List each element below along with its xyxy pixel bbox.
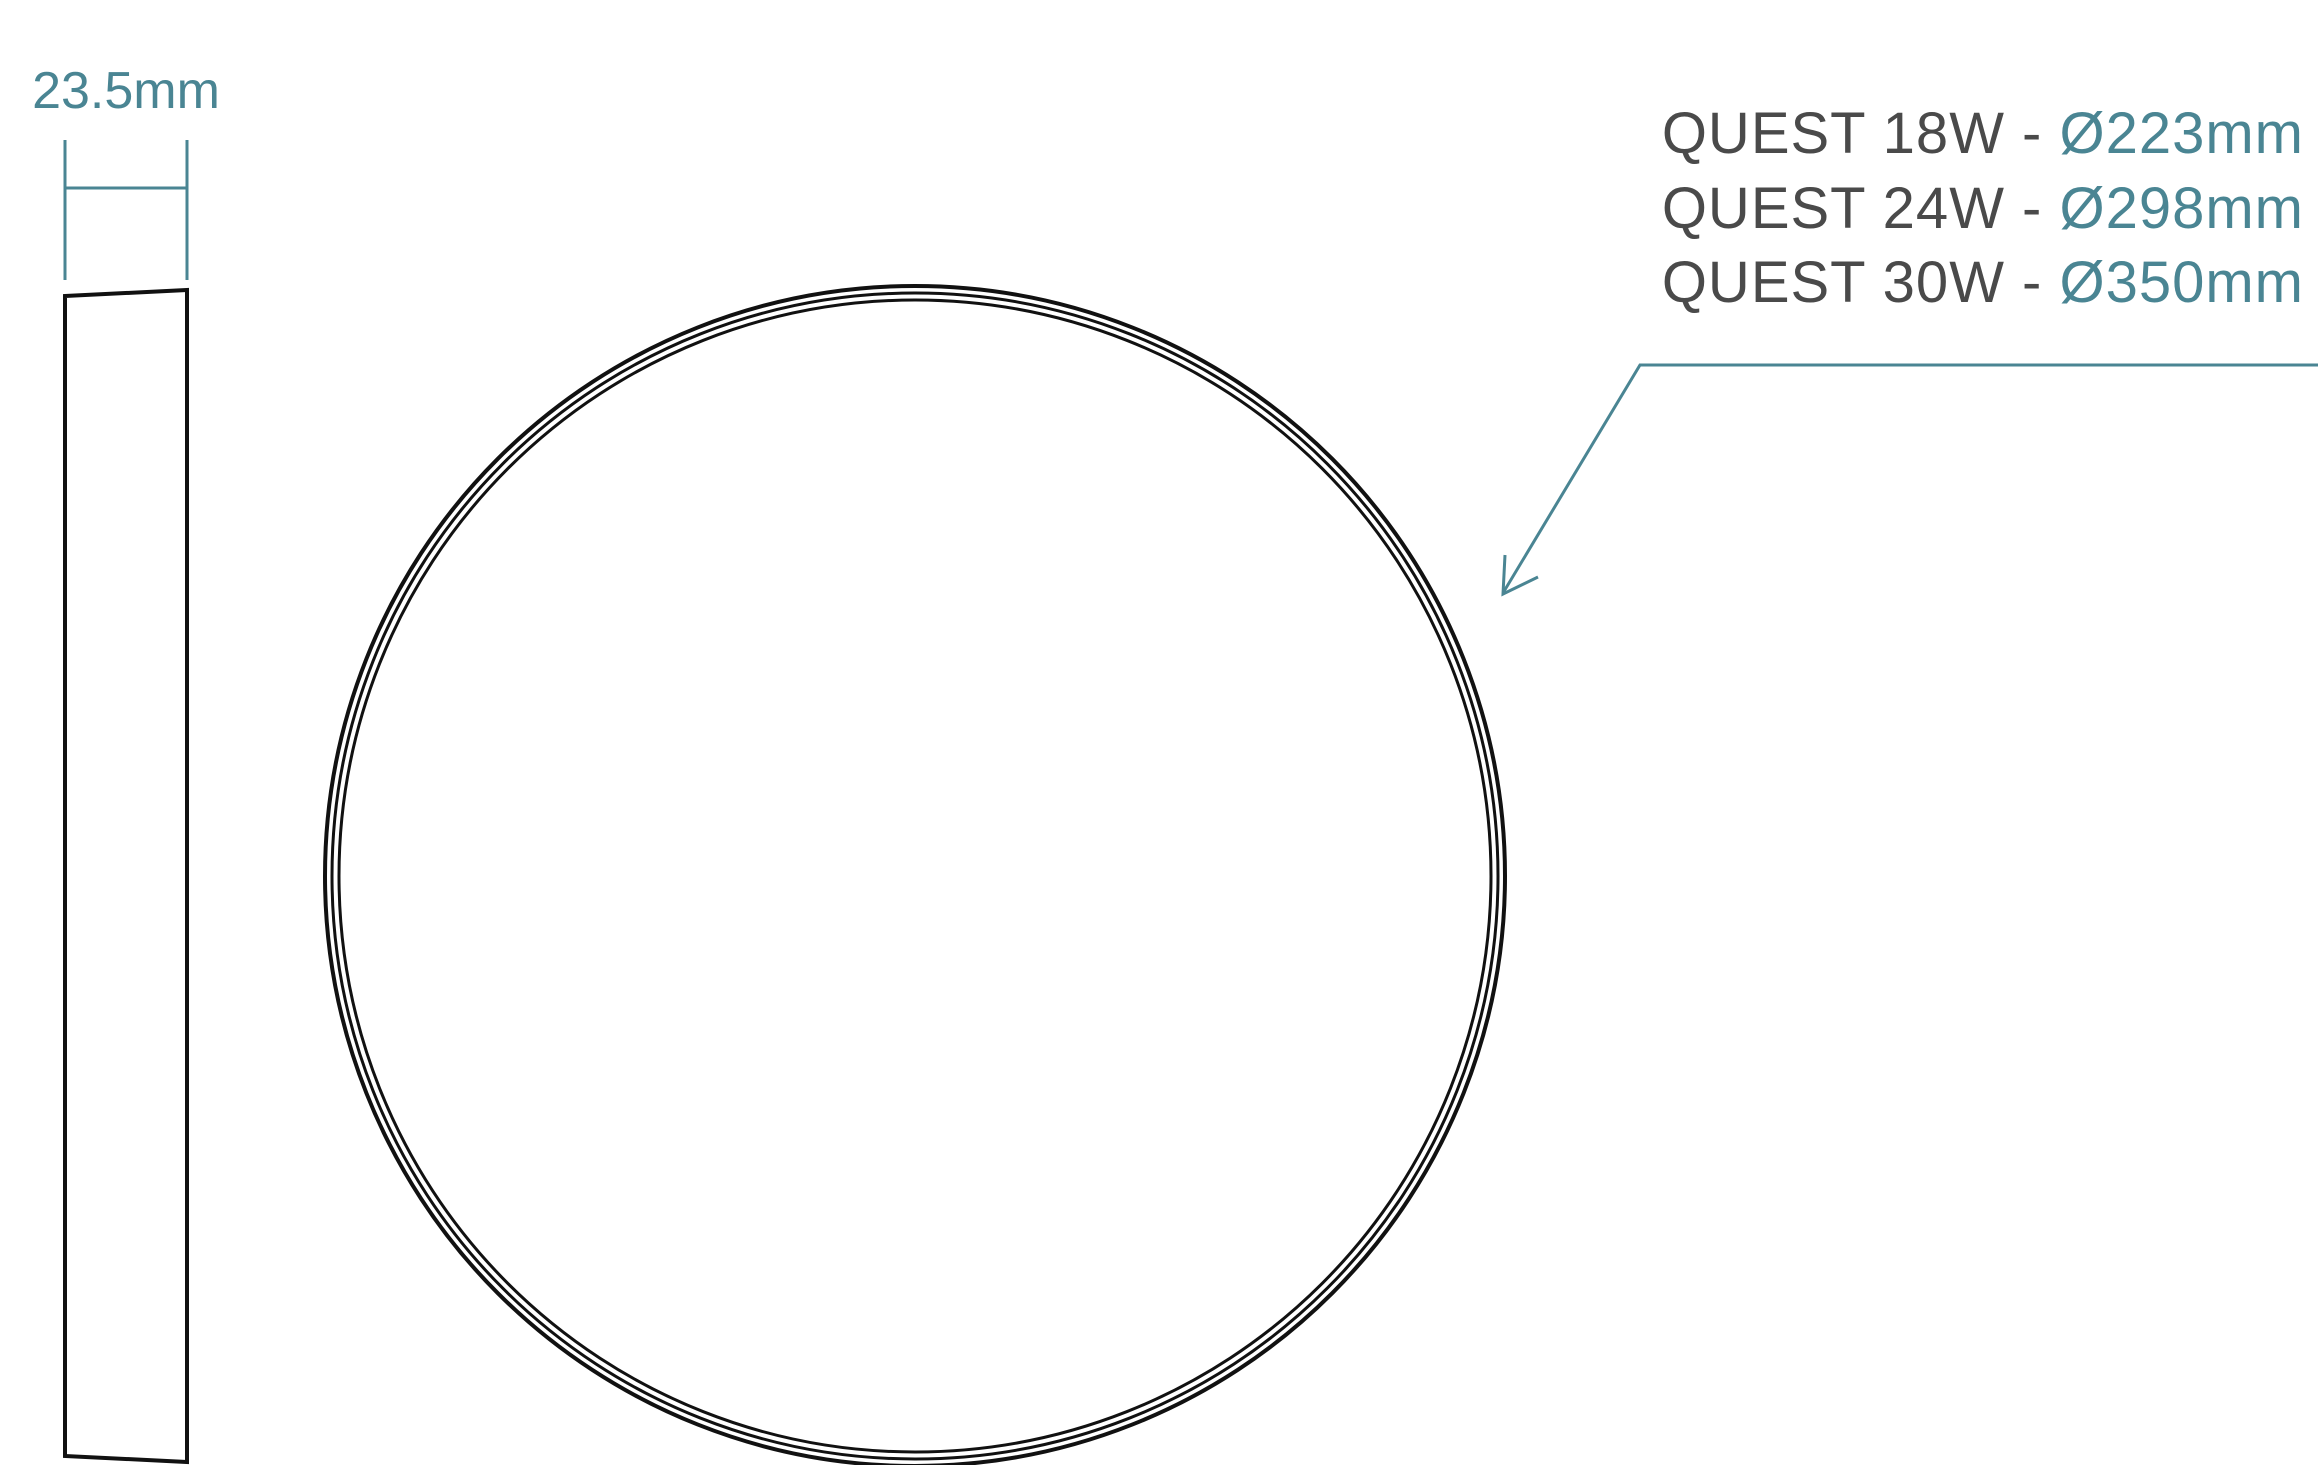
inner-rim [337, 298, 1493, 1454]
spec-line-3: QUEST 30W - Ø350mm [1662, 250, 2304, 315]
arrowhead-icon [1501, 554, 1539, 597]
spec-diameter: Ø223mm [2059, 101, 2304, 166]
spec-model: QUEST 18W [1662, 101, 2005, 166]
spec-separator: - [2005, 176, 2060, 241]
leader-line [1501, 363, 2318, 594]
thickness-label: 23.5mm [32, 62, 220, 120]
outer-rim [323, 284, 1507, 1465]
spec-diameter: Ø350mm [2059, 250, 2304, 315]
middle-rim [330, 291, 1500, 1461]
spec-list: QUEST 18W - Ø223mm QUEST 24W - Ø298mm QU… [1662, 101, 2304, 315]
spec-model: QUEST 30W [1662, 250, 2005, 315]
spec-separator: - [2005, 250, 2060, 315]
spec-model: QUEST 24W [1662, 176, 2005, 241]
spec-line-2: QUEST 24W - Ø298mm [1662, 176, 2304, 241]
leader-arrow [1501, 363, 2318, 597]
spec-diameter: Ø298mm [2059, 176, 2304, 241]
thickness-dimension: 23.5mm [32, 62, 220, 280]
front-view-circle [323, 284, 1507, 1465]
spec-separator: - [2005, 101, 2060, 166]
spec-line-1: QUEST 18W - Ø223mm [1662, 101, 2304, 166]
side-profile-outline [63, 287, 189, 1465]
